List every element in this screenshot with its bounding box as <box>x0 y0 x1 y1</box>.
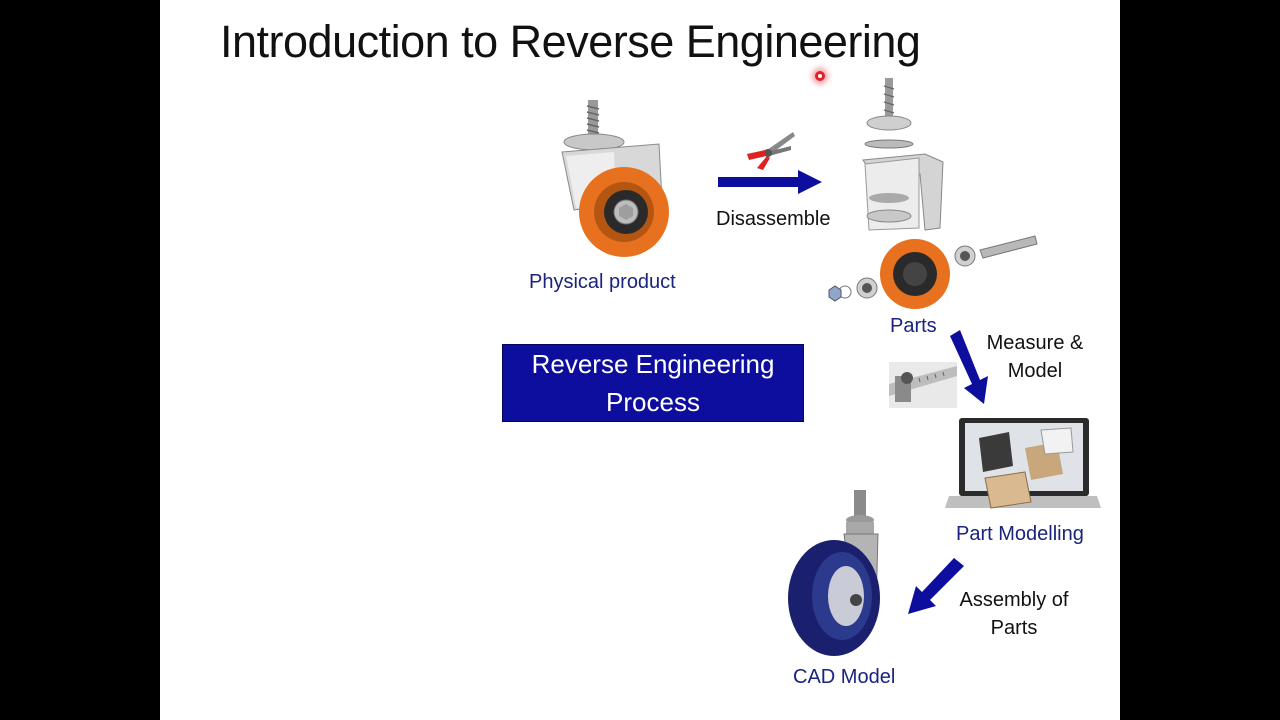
physical-product-label: Physical product <box>529 271 676 293</box>
slide-title: Introduction to Reverse Engineering <box>220 16 921 67</box>
cad-model-image <box>784 488 884 660</box>
assembly-line1: Assembly of <box>959 589 1069 611</box>
disassemble-arrow <box>718 170 824 194</box>
assembly-line2: Parts <box>990 617 1038 639</box>
process-box-line2: Process <box>606 387 700 417</box>
part-modelling-label: Part Modelling <box>956 523 1084 545</box>
exploded-parts-image <box>815 78 1040 313</box>
physical-product-image <box>554 100 704 260</box>
process-title-box: Reverse Engineering Process <box>502 344 804 422</box>
slide: Introduction to Reverse Engineering Phys… <box>160 0 1120 720</box>
disassemble-label: Disassemble <box>716 208 831 230</box>
caliper-icon <box>889 362 957 408</box>
parts-label: Parts <box>890 315 937 337</box>
measure-model-line1: Measure & <box>986 332 1084 354</box>
cad-model-label: CAD Model <box>793 666 896 688</box>
assembly-arrow <box>908 558 964 616</box>
measure-arrow <box>950 330 998 406</box>
part-modelling-image <box>945 418 1101 522</box>
measure-model-line2: Model <box>1007 360 1063 382</box>
laser-pointer-icon <box>815 71 825 81</box>
measure-model-label: Measure & Model <box>980 329 1090 385</box>
pliers-icon <box>745 128 797 170</box>
assembly-label: Assembly of Parts <box>950 586 1078 642</box>
process-box-line1: Reverse Engineering <box>531 349 775 379</box>
